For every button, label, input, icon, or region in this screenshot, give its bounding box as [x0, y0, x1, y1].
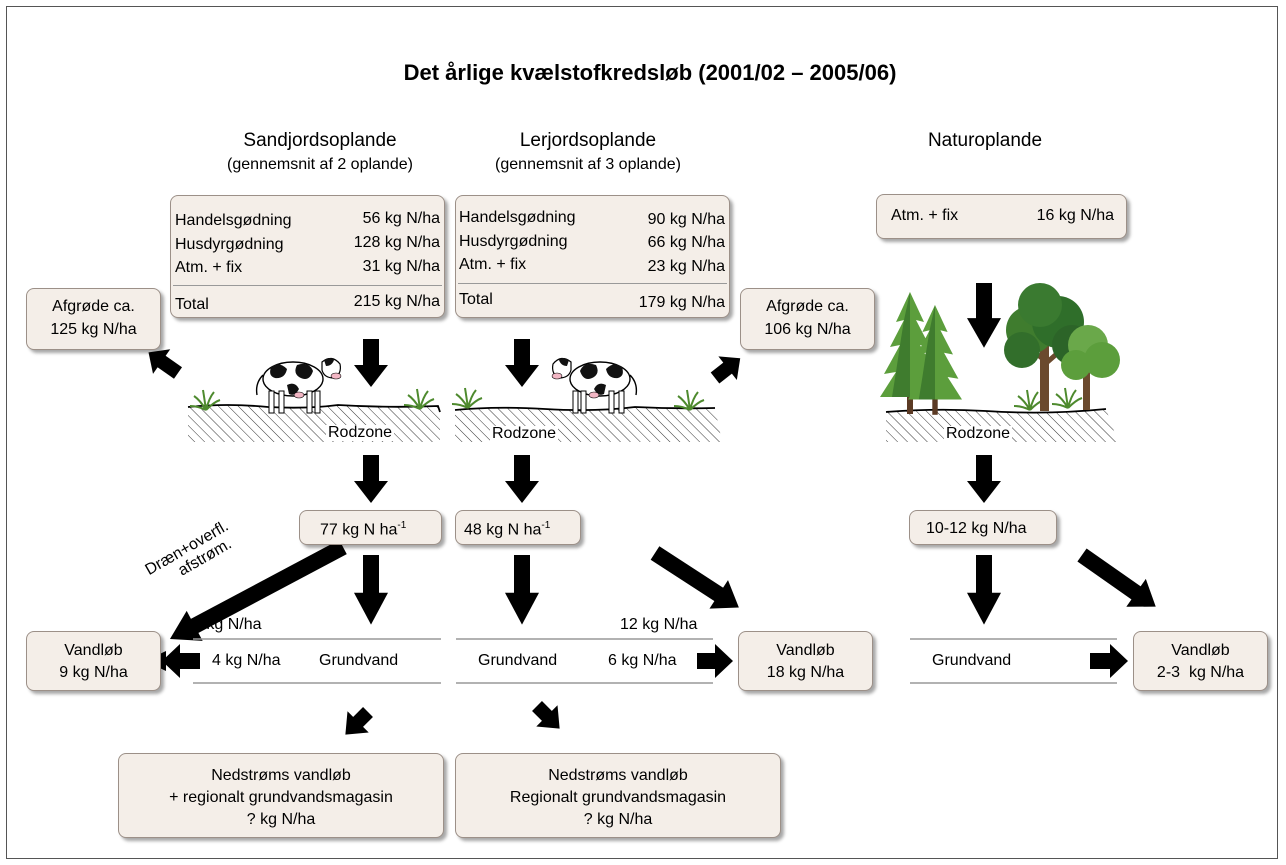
sand-groundwater-label: Grundvand	[319, 652, 399, 669]
sand-leach-box: 77 kg N ha-1	[299, 510, 442, 545]
clay-subheading: (gennemsnit af 3 oplande)	[495, 156, 681, 173]
nature-leach-value: 10-12 kg N/ha	[926, 520, 1027, 537]
clay-downstream-box: Nedstrøms vandløb Regionalt grundvandsma…	[455, 753, 781, 838]
clay-input-label: Atm. + fix	[459, 256, 527, 273]
clay-input-value: 90 kg N/ha	[647, 211, 725, 228]
sand-input-value: 128 kg N/ha	[353, 234, 440, 251]
clay-total-label: Total	[459, 291, 493, 308]
sand-downstream-line: Nedstrøms vandløb	[211, 767, 351, 784]
cow-head-sand	[321, 357, 342, 380]
sand-downstream-line: + regionalt grundvandsmagasin	[169, 789, 393, 806]
clay-heading: Lerjordsoplande	[519, 130, 657, 151]
sand-total-label: Total	[175, 296, 209, 313]
nature-input-box: Atm. + fix 16 kg N/ha	[876, 194, 1127, 239]
sand-stream-line: Vandløb	[64, 642, 123, 659]
unit-exponent: -1	[397, 520, 407, 531]
sand-stream-box: Vandløb 9 kg N/ha	[26, 631, 161, 691]
sand-stream-line: 9 kg N/ha	[59, 664, 128, 681]
clay-leach-box: 48 kg N ha-1	[455, 510, 581, 545]
total-divider	[458, 283, 727, 284]
total-divider	[173, 285, 442, 286]
sand-downstream-line: ? kg N/ha	[246, 811, 316, 828]
clay-groundwater-outflow: 6 kg N/ha	[608, 652, 677, 669]
clay-stream-line: 18 kg N/ha	[766, 664, 845, 681]
sand-input-value: 56 kg N/ha	[362, 210, 440, 227]
nature-rootzone-label: Rodzone	[944, 425, 1013, 442]
sand-rootzone-label: Rodzone	[326, 424, 395, 441]
clay-input-value: 23 kg N/ha	[647, 258, 725, 275]
cow-illustration-clay	[569, 361, 638, 414]
clay-downstream-line: ? kg N/ha	[583, 811, 653, 828]
nature-input-value: 16 kg N/ha	[1036, 207, 1114, 224]
clay-leach-value: 48 kg N ha	[464, 521, 542, 539]
sand-total-value: 215 kg N/ha	[353, 293, 440, 310]
clay-input-value: 66 kg N/ha	[647, 234, 725, 251]
nature-heading: Naturoplande	[927, 130, 1043, 151]
clay-stream-box: Vandløb 18 kg N/ha	[738, 631, 873, 691]
sand-crop-box: Afgrøde ca. 125 kg N/ha	[26, 288, 161, 350]
nature-leach-box: 10-12 kg N/ha	[909, 510, 1057, 545]
nature-groundwater-label: Grundvand	[932, 652, 1012, 669]
clay-groundwater-inflow: 12 kg N/ha	[620, 616, 698, 633]
sand-input-label: Atm. + fix	[175, 259, 243, 276]
sand-downstream-box: Nedstrøms vandløb + regionalt grundvands…	[118, 753, 444, 838]
nature-stream-box: Vandløb 2-3 kg N/ha	[1133, 631, 1268, 691]
sand-subheading: (gennemsnit af 2 oplande)	[227, 156, 413, 173]
clay-input-label: Handelsgødning	[459, 209, 576, 226]
clay-downstream-line: Nedstrøms vandløb	[548, 767, 688, 784]
clay-groundwater-label: Grundvand	[478, 652, 558, 669]
sand-groundwater-inflow: 5 kg N/ha	[193, 616, 262, 633]
clay-stream-line: Vandløb	[776, 642, 835, 659]
sand-leach-value: 77 kg N ha	[320, 521, 398, 539]
clay-input-label: Husdyrgødning	[459, 233, 568, 250]
clay-input-box: Handelsgødning 90 kg N/ha Husdyrgødning …	[455, 195, 730, 318]
clay-crop-box: Afgrøde ca. 106 kg N/ha	[740, 288, 875, 350]
sand-groundwater-outflow: 4 kg N/ha	[212, 652, 281, 669]
nature-stream-line: 2-3 kg N/ha	[1156, 664, 1245, 681]
sand-crop-line: Afgrøde ca.	[52, 298, 135, 315]
sand-input-label: Handelsgødning	[175, 212, 292, 229]
page-title: Det årlige kvælstofkredsløb (2001/02 – 2…	[403, 60, 897, 85]
figure-frame	[6, 6, 1278, 859]
sand-heading: Sandjordsoplande	[243, 130, 397, 151]
sand-input-label: Husdyrgødning	[175, 236, 284, 253]
clay-crop-line: Afgrøde ca.	[766, 298, 849, 315]
nature-stream-line: Vandløb	[1171, 642, 1230, 659]
clay-downstream-line: Regionalt grundvandsmagasin	[509, 789, 727, 806]
sand-crop-line: 125 kg N/ha	[50, 321, 137, 338]
clay-rootzone-label: Rodzone	[490, 425, 559, 442]
cow-illustration-sand	[255, 361, 324, 414]
clay-total-value: 179 kg N/ha	[638, 294, 725, 311]
sand-input-box: Handelsgødning 56 kg N/ha Husdyrgødning …	[170, 195, 445, 318]
clay-crop-line: 106 kg N/ha	[764, 321, 851, 338]
sand-input-value: 31 kg N/ha	[362, 258, 440, 275]
nature-input-label: Atm. + fix	[891, 207, 959, 224]
forest-illustration	[880, 283, 1120, 415]
unit-exponent: -1	[541, 520, 551, 531]
